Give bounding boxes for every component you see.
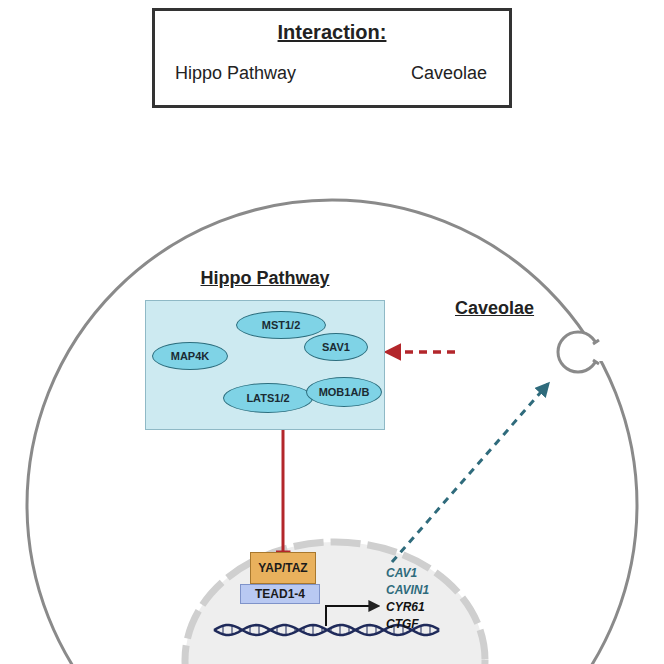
caveola-opening xyxy=(591,343,605,361)
protein-ellipse: MST1/2 xyxy=(236,311,326,339)
gene-name: CAVIN1 xyxy=(386,583,429,597)
pathway-box: Hippo PathwayMST1/2SAV1MAP4K LATS1/2 MOB1A… xyxy=(145,262,385,430)
caveola-neck xyxy=(593,340,599,364)
nucleus xyxy=(185,542,485,664)
pathway-heading: Hippo Pathway xyxy=(145,268,385,289)
box-label: TEAD1-4 xyxy=(255,587,305,601)
protein-ellipse: LATS1/2 xyxy=(223,383,313,413)
caveolae-heading: Caveolae xyxy=(455,298,534,319)
legend-box: Interaction: Hippo Pathway Caveolae xyxy=(152,8,512,108)
gene-name: CAV1 xyxy=(386,566,417,580)
protein-box: YAP/TAZ xyxy=(250,552,316,584)
protein-name: MST1/2 xyxy=(262,319,301,331)
arrow-connector xyxy=(387,350,455,354)
cell-membrane xyxy=(27,200,637,664)
caveolae-region: Caveolae xyxy=(455,298,605,382)
protein-name: MAP4K xyxy=(171,350,210,362)
protein-name: MOB1A/B xyxy=(319,386,370,398)
gene-name: CTGF xyxy=(386,617,419,631)
protein-name: LATS1/2 xyxy=(246,392,289,404)
expression-arrow xyxy=(392,384,548,562)
legend-term: Caveolae xyxy=(411,63,487,84)
protein-ellipse: MAP4K xyxy=(152,342,228,370)
protein-ellipse: SAV1 xyxy=(304,333,368,361)
protein-name: SAV1 xyxy=(322,341,350,353)
transcription-arrow xyxy=(326,606,378,626)
legend-heading: Interaction: xyxy=(155,21,509,44)
gene-name: CYR61 xyxy=(386,600,425,614)
protein-ellipse: MOB1A/B xyxy=(306,377,382,407)
box-label: YAP/TAZ xyxy=(258,561,307,575)
transcription-factor-box: TEAD1-4 xyxy=(240,584,320,604)
legend-term: Hippo Pathway xyxy=(175,63,296,84)
inhibition-connector xyxy=(282,430,285,552)
